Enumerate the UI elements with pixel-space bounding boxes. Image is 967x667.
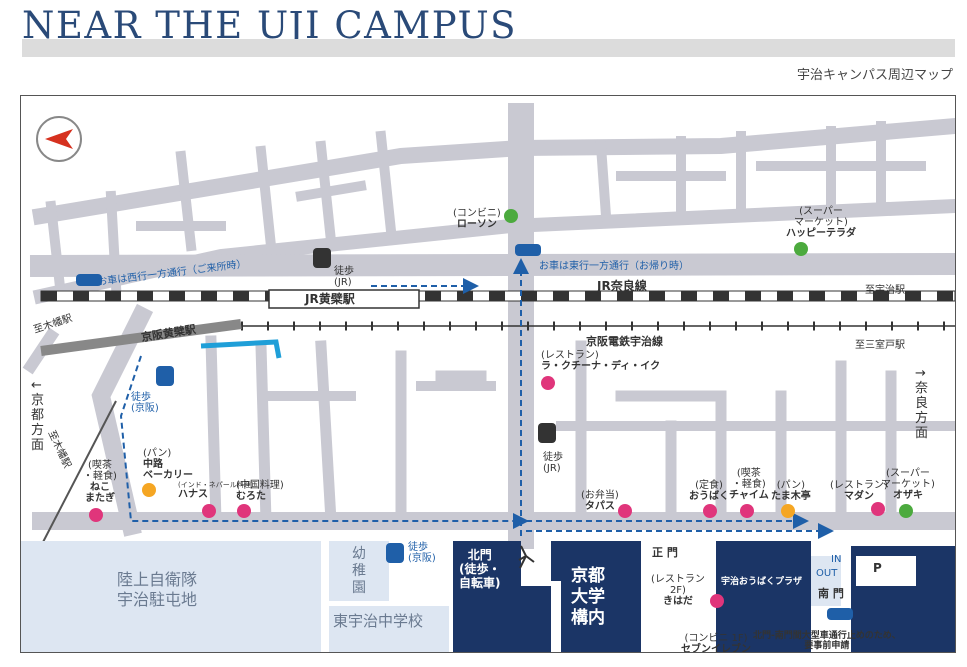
- vehicle-icons: [76, 244, 853, 620]
- keihan-platform: [200, 339, 282, 359]
- kindergarten-area: [329, 541, 389, 601]
- side-rail: [40, 400, 117, 547]
- map-graphics: [21, 103, 955, 652]
- shop-chime: (喫茶 ・軽食)チャイム: [729, 468, 769, 501]
- south-gate-label: 南 門: [818, 587, 844, 600]
- closure-notice: 北門-南門間大型車通行止めのため、 要事前申請: [753, 631, 901, 651]
- page-subtitle: 宇治キャンパス周辺マップ: [796, 68, 953, 83]
- jr-obaku-platform: [268, 289, 420, 309]
- junior-high-area: [329, 606, 449, 652]
- to-nara-label: → 奈良方面: [915, 366, 929, 441]
- marker-nakaji-bakery-icon: [142, 483, 156, 497]
- parking-sign: [856, 556, 916, 586]
- shop-tamakitei: (パン)たま木亭: [771, 480, 811, 502]
- jr-train-icon: [538, 423, 556, 443]
- marker-lawson-icon: [504, 209, 518, 223]
- marker-murota-icon: [237, 504, 251, 518]
- car-icon: [827, 608, 853, 620]
- to-kyoto-label: ← 京都方面: [31, 378, 45, 453]
- keihan-train-icon: [156, 366, 174, 386]
- shop-nakaji-bakery: (パン)中路 ベーカリー: [143, 448, 193, 481]
- sdf-label: 陸上自衛隊 宇治駐屯地: [117, 570, 198, 609]
- marker-happy-terada-icon: [794, 242, 808, 256]
- keihan-curve: [40, 319, 242, 356]
- keihan-uji-line-label: 京阪電鉄宇治線: [586, 335, 663, 348]
- marker-tamakitei-icon: [781, 504, 795, 518]
- kindergarten-label: 幼 稚 園: [352, 546, 366, 596]
- marker-la-cucina-icon: [541, 376, 555, 390]
- walk-jr-top-label: 徒歩 (JR): [334, 266, 354, 288]
- marker-kihada-icon: [710, 594, 724, 608]
- shop-happy-terada: (スーパー マーケット)ハッピーテラダ: [786, 206, 856, 239]
- walk-keihan-left-label: 徒歩 (京阪): [131, 392, 159, 414]
- shop-markers: [89, 209, 913, 608]
- to-mimurodo-label: 至三室戸駅: [855, 340, 905, 351]
- north-gate-block: [453, 541, 551, 652]
- walk-keihan-bottom-label: 徒歩 (京阪): [408, 542, 436, 564]
- sdf-area: [21, 541, 321, 652]
- marker-neko-matagi-icon: [89, 508, 103, 522]
- shop-tapas: (お弁当)タパス: [581, 490, 619, 512]
- shop-lawson: (コンビニ)ローソン: [453, 208, 501, 230]
- north-gate-label: 北門 (徒歩・ 自転車): [459, 548, 501, 590]
- marker-tapas-icon: [618, 504, 632, 518]
- main-gate-label: 正 門: [652, 546, 678, 559]
- plaza-block: [716, 541, 811, 652]
- to-uji-station-label: 至宇治駅: [865, 285, 905, 296]
- shop-murota: (中国料理)むろた: [236, 480, 284, 502]
- marker-hanas-icon: [202, 504, 216, 518]
- south-gate-area: [811, 556, 841, 606]
- walk-jr-mid-label: 徒歩 (JR): [543, 452, 563, 474]
- jr-obaku-station-label: JR黄檗駅: [305, 292, 355, 306]
- shop-madan: (レストラン)マダン: [830, 480, 888, 502]
- walker-icon: [518, 545, 535, 569]
- in-label: IN: [831, 554, 842, 565]
- shop-seven-eleven: (コンビニ 1F)セブンイレブン: [681, 633, 751, 653]
- marker-ozaki-icon: [899, 504, 913, 518]
- campus-map: JR黄檗駅 JR奈良線 京阪黄檗駅 京阪電鉄宇治線 至宇治駅 至三室戸駅 至木幡…: [20, 95, 956, 653]
- out-label: OUT: [816, 568, 838, 579]
- compass-north-arrow-icon: [45, 129, 73, 149]
- parking-label: P: [873, 561, 882, 575]
- car-icon: [76, 274, 102, 286]
- shop-ozaki: (スーパー マーケット)オザキ: [881, 468, 935, 501]
- marker-oubaku-icon: [703, 504, 717, 518]
- campus-block: [551, 541, 641, 652]
- title-underline: [22, 39, 955, 57]
- shop-kihada: (レストラン 2F)きはだ: [651, 574, 705, 607]
- shop-hanas: (インド・ネパール料理)ハナス: [178, 481, 254, 500]
- plaza-label: 宇治おうばくプラザ: [721, 577, 803, 587]
- shop-oubaku: (定食)おうばく: [689, 480, 729, 502]
- campus-label: 京都 大学 構内: [571, 566, 605, 628]
- shop-la-cucina: (レストラン)ラ・クチーナ・ディ・イク: [541, 350, 661, 372]
- marker-chime-icon: [740, 504, 754, 518]
- shop-neko-matagi: (喫茶 ・軽食)ねこ またぎ: [83, 460, 117, 504]
- marker-madan-icon: [871, 502, 885, 516]
- car-icon: [515, 244, 541, 256]
- jr-nara-line-label: JR奈良線: [597, 279, 647, 293]
- junior-high-label: 東宇治中学校: [333, 612, 424, 630]
- jr-train-icon: [313, 248, 331, 268]
- walk-routes: [119, 258, 834, 539]
- keihan-train-icon: [386, 543, 404, 563]
- eastbound-note: お車は東行一方通行（お帰り時）: [539, 261, 689, 272]
